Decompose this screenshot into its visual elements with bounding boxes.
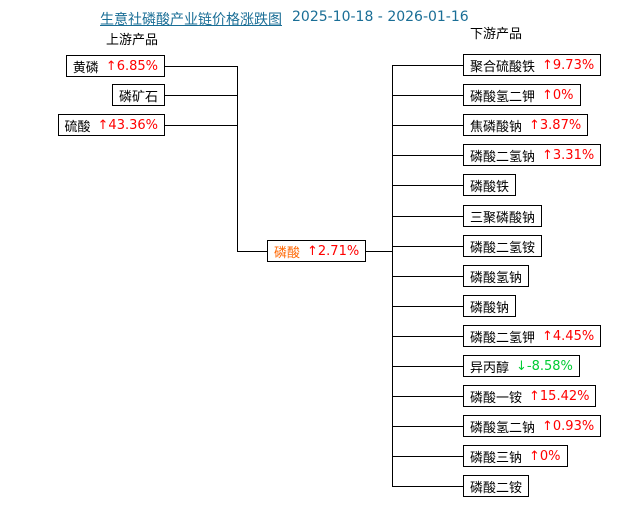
product-box[interactable]: 磷酸氢二钠 ↑0.93% xyxy=(463,415,602,437)
change-percent: ↑6.85% xyxy=(105,58,158,74)
change-percent: ↑15.42% xyxy=(529,388,590,404)
product-name: 磷矿石 xyxy=(118,89,158,105)
product-box[interactable]: 聚合硫酸铁 ↑9.73% xyxy=(463,54,602,76)
connector-line xyxy=(392,65,470,66)
product-box[interactable]: 硫酸 ↑43.36% xyxy=(57,114,165,136)
product-box[interactable]: 磷酸钠 xyxy=(463,295,517,317)
change-percent: ↑3.31% xyxy=(542,147,595,163)
upstream-header: 上游产品 xyxy=(106,33,159,48)
product-box[interactable]: 磷酸二氢钾 ↑4.45% xyxy=(463,325,602,347)
product-box[interactable]: 三聚磷酸钠 xyxy=(463,205,543,227)
product-box[interactable]: 磷酸氢钠 xyxy=(463,265,530,287)
product-name: 磷酸二铵 xyxy=(470,480,523,496)
connector-line xyxy=(392,125,470,126)
connector-line xyxy=(158,66,238,67)
product-box[interactable]: 异丙醇 ↓-8.58% xyxy=(463,355,580,377)
change-percent: ↑2.71% xyxy=(307,243,360,259)
connector-line xyxy=(392,456,470,457)
product-name: 磷酸铁 xyxy=(470,179,510,195)
connector-line xyxy=(392,276,470,277)
connector-line xyxy=(392,185,470,186)
connector-line xyxy=(392,155,470,156)
product-box[interactable]: 磷酸三钠 ↑0% xyxy=(463,445,568,467)
chart-title-link[interactable]: 生意社磷酸产业链价格涨跌图 xyxy=(100,12,282,28)
product-name: 磷酸二氢钾 xyxy=(470,330,536,346)
product-name: 焦磷酸钠 xyxy=(470,119,523,135)
product-name: 磷酸氢钠 xyxy=(470,270,523,286)
connector-line xyxy=(392,306,470,307)
product-name: 磷酸二氢铵 xyxy=(470,240,536,256)
product-box[interactable]: 磷酸二铵 xyxy=(463,475,530,497)
change-percent: ↑0% xyxy=(529,448,561,464)
product-name: 三聚磷酸钠 xyxy=(470,210,536,226)
title-row: 生意社磷酸产业链价格涨跌图 2025-10-18 - 2026-01-16 xyxy=(100,9,469,29)
change-percent: ↑4.45% xyxy=(542,328,595,344)
product-box[interactable]: 磷酸铁 xyxy=(463,174,517,196)
upstream-trunk-line xyxy=(237,66,238,252)
product-name: 磷酸三钠 xyxy=(470,450,523,466)
change-percent: ↑0.93% xyxy=(542,418,595,434)
connector-line xyxy=(392,366,470,367)
connector-line xyxy=(392,426,470,427)
connector-line xyxy=(392,246,470,247)
product-name: 磷酸一铵 xyxy=(470,390,523,406)
product-name: 磷酸氢二钠 xyxy=(470,420,536,436)
downstream-header: 下游产品 xyxy=(470,27,523,42)
product-name: 黄磷 xyxy=(72,60,99,76)
center-left-connector-line xyxy=(237,251,273,252)
product-box[interactable]: 磷酸二氢钠 ↑3.31% xyxy=(463,144,602,166)
center-right-connector-line xyxy=(345,251,393,252)
product-box[interactable]: 焦磷酸钠 ↑3.87% xyxy=(463,114,589,136)
connector-line xyxy=(392,336,470,337)
product-name: 磷酸二氢钠 xyxy=(470,149,536,165)
product-box[interactable]: 磷矿石 xyxy=(111,84,165,106)
product-name: 硫酸 xyxy=(64,119,91,135)
connector-line xyxy=(392,216,470,217)
product-name: 磷酸钠 xyxy=(470,300,510,316)
change-percent: ↓-8.58% xyxy=(516,358,573,374)
change-percent: ↑0% xyxy=(542,87,574,103)
connector-line xyxy=(158,95,238,96)
connector-line xyxy=(392,486,470,487)
change-percent: ↑43.36% xyxy=(97,117,158,133)
product-box-center[interactable]: 磷酸 ↑2.71% xyxy=(267,240,367,262)
product-name: 磷酸氢二钾 xyxy=(470,89,536,105)
product-name: 聚合硫酸铁 xyxy=(470,59,536,75)
change-percent: ↑9.73% xyxy=(542,57,595,73)
connector-line xyxy=(392,95,470,96)
connector-line xyxy=(392,396,470,397)
connector-line xyxy=(158,125,238,126)
product-box[interactable]: 磷酸二氢铵 xyxy=(463,235,543,257)
product-box[interactable]: 磷酸氢二钾 ↑0% xyxy=(463,84,581,106)
product-box[interactable]: 黄磷 ↑6.85% xyxy=(65,55,165,77)
product-box[interactable]: 磷酸一铵 ↑15.42% xyxy=(463,385,597,407)
product-name: 异丙醇 xyxy=(470,360,510,376)
date-range: 2025-10-18 - 2026-01-16 xyxy=(292,9,469,25)
product-name: 磷酸 xyxy=(274,245,301,261)
change-percent: ↑3.87% xyxy=(529,117,582,133)
